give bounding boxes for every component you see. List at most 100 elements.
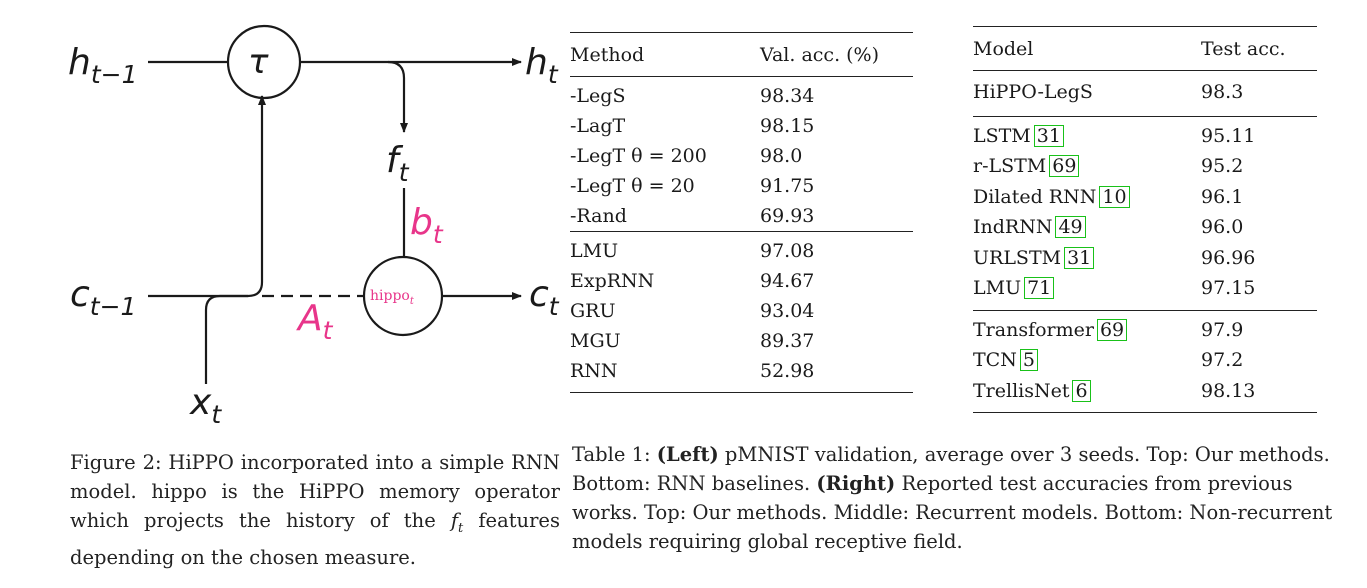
figure-caption-subscript: t <box>458 520 464 536</box>
citation-link[interactable]: 69 <box>1096 318 1128 341</box>
pmnist-validation-table: Method Val. acc. (%) -LegS 98.34 -LagT 9… <box>570 32 913 393</box>
tau-label: τ <box>248 42 269 82</box>
column-header-test-acc: Test acc. <box>1201 26 1317 71</box>
method-cell: RNN <box>570 360 618 382</box>
citation-link[interactable]: 71 <box>1024 277 1055 300</box>
table-row: GRU 93.04 <box>570 296 913 326</box>
hippo-node <box>362 255 444 337</box>
table-row: -LegT θ = 20 91.75 <box>570 171 913 201</box>
h-t-label: ht <box>525 42 559 89</box>
c-prev-label: ct−1 <box>70 274 136 321</box>
accuracy-cell: 98.15 <box>760 115 815 137</box>
accuracy-cell: 98.0 <box>760 145 803 167</box>
accuracy-cell: 96.0 <box>1201 216 1244 239</box>
model-cell: HiPPO-LegS <box>973 70 1201 117</box>
citation-link[interactable]: 69 <box>1049 155 1080 178</box>
accuracy-cell: 97.08 <box>760 240 815 262</box>
accuracy-cell: 98.34 <box>760 85 815 107</box>
table-row: RNN 52.98 <box>570 356 913 393</box>
method-cell: ExpRNN <box>570 270 655 292</box>
model-name: Dilated RNN <box>973 185 1097 208</box>
accuracy-cell: 52.98 <box>760 360 815 382</box>
table-caption-label: Table 1: <box>572 443 657 466</box>
method-cell: -LegS <box>570 85 626 107</box>
citation-link[interactable]: 49 <box>1055 216 1086 239</box>
tau-node <box>226 24 302 100</box>
method-cell: MGU <box>570 330 621 352</box>
table-header-row: Method Val. acc. (%) <box>570 32 913 77</box>
model-name: IndRNN <box>973 216 1053 239</box>
table-row: MGU 89.37 <box>570 326 913 356</box>
citation-link[interactable]: 31 <box>1033 124 1064 147</box>
citation-link[interactable]: 10 <box>1099 185 1130 208</box>
model-name: URLSTM <box>973 246 1062 269</box>
hippo-rnn-diagram: ht−1 ht ct−1 ct xt ft τ bt At hippot <box>68 24 560 429</box>
method-cell: GRU <box>570 300 616 322</box>
accuracy-cell: 69.93 <box>760 201 913 232</box>
model-name: Transformer <box>973 318 1094 341</box>
table-caption-right-tag: (Right) <box>816 472 896 495</box>
c-t-label: ct <box>529 274 560 321</box>
method-cell: LMU <box>570 240 619 262</box>
accuracy-cell: 93.04 <box>760 300 815 322</box>
accuracy-cell: 97.9 <box>1201 318 1244 341</box>
accuracy-cell: 89.37 <box>760 330 815 352</box>
model-name: TrellisNet <box>973 379 1070 402</box>
accuracy-cell: 97.2 <box>1201 349 1244 372</box>
table-row: -LegT θ = 200 98.0 <box>570 141 913 171</box>
figure-caption-suffix: features depending on the chosen measure… <box>70 509 560 569</box>
citation-link[interactable]: 5 <box>1019 349 1038 372</box>
accuracy-cell: 91.75 <box>760 175 815 197</box>
model-name: LMU <box>973 277 1022 300</box>
table-caption-right-text: Reported test accuracies from previous w… <box>572 472 1333 553</box>
table-row: HiPPO-LegS 98.3 <box>973 70 1317 117</box>
accuracy-cell: 98.3 <box>1201 70 1317 117</box>
accuracy-cell: 95.11 <box>1201 124 1256 147</box>
hippo-label: hippot <box>370 288 415 307</box>
table-row: LMU 97.08 <box>570 232 913 267</box>
accuracy-cell: 97.15 <box>1201 273 1317 311</box>
accuracy-cell: 96.1 <box>1201 185 1244 208</box>
column-header-val-acc: Val. acc. (%) <box>760 32 913 77</box>
x-to-tau-arrow <box>247 95 266 298</box>
figure-caption: Figure 2: HiPPO incorporated into a simp… <box>70 448 560 572</box>
citation-link[interactable]: 31 <box>1064 246 1095 269</box>
a-t-label: At <box>296 298 334 345</box>
x-input-line <box>204 294 248 384</box>
model-name: LSTM <box>973 124 1031 147</box>
column-header-model: Model <box>973 26 1201 71</box>
h-prev-label: ht−1 <box>68 42 137 89</box>
citation-link[interactable]: 6 <box>1072 379 1091 402</box>
model-name: TCN <box>973 349 1017 372</box>
table-row: ExpRNN 94.67 <box>570 266 913 296</box>
table-row: -Rand 69.93 <box>570 201 913 232</box>
accuracy-cell: 98.13 <box>1201 379 1256 402</box>
model-name: r-LSTM <box>973 155 1047 178</box>
method-cell: -Rand <box>570 201 760 232</box>
accuracy-cell: 94.67 <box>760 270 815 292</box>
method-cell: -LegT θ = 200 <box>570 145 707 167</box>
f-branch-arrow <box>387 60 408 133</box>
method-cell: -LagT <box>570 115 626 137</box>
table-caption-left-tag: (Left) <box>656 443 719 466</box>
table-row: -LagT 98.15 <box>570 111 913 141</box>
accuracy-cell: 96.96 <box>1201 246 1256 269</box>
figure-caption-variable: f <box>450 509 459 532</box>
